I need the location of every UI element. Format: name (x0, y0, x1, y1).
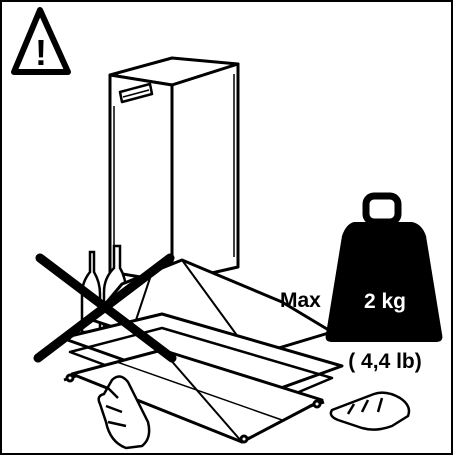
chimney-duct (108, 56, 240, 284)
warning-exclamation: ! (35, 32, 47, 73)
weight-alt-label: ( 4,4 lb) (348, 350, 422, 373)
warning-triangle-icon: ! (11, 7, 71, 75)
prohibited-cross-icon (33, 253, 177, 363)
left-hand-icon (97, 375, 151, 450)
max-label: Max (280, 289, 321, 312)
weight-icon: 2 kg (325, 192, 443, 342)
railing (63, 373, 325, 444)
weight-value-label: 2 kg (364, 290, 406, 313)
right-hand-icon (329, 391, 411, 431)
